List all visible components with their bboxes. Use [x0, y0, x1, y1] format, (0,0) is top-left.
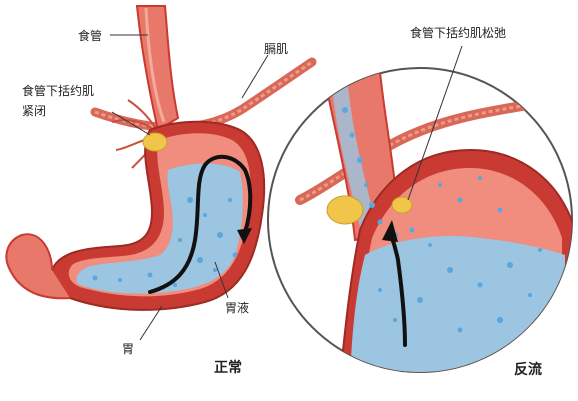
- label-les-closed-line1: 食管下括约肌: [22, 84, 95, 98]
- fluid-bubbles-reflux: [342, 107, 542, 333]
- caption-normal: 正常: [214, 360, 242, 376]
- label-diaphragm: 膈肌: [264, 42, 289, 56]
- label-gastric-juice: 胃液: [225, 301, 250, 315]
- label-stomach: 胃: [122, 342, 135, 356]
- label-les-closed-line2: 紧闭: [22, 104, 47, 118]
- caption-reflux: 反流: [514, 362, 542, 378]
- les-fat-normal: [142, 132, 168, 152]
- label-esophagus: 食管: [78, 29, 103, 43]
- fluid-bubbles-normal: [92, 197, 238, 287]
- les-fat-relaxed: [326, 195, 364, 225]
- label-les-relaxed: 食管下括约肌松弛: [410, 26, 507, 40]
- vessels: [111, 99, 161, 169]
- reflux-magnified-group: [267, 67, 573, 373]
- normal-stomach-group: [5, 5, 317, 311]
- flow-arrow-normal: [148, 154, 253, 294]
- leader-lines: [110, 34, 463, 341]
- duodenum: [5, 233, 71, 300]
- diaphragm-muscle: [90, 57, 317, 132]
